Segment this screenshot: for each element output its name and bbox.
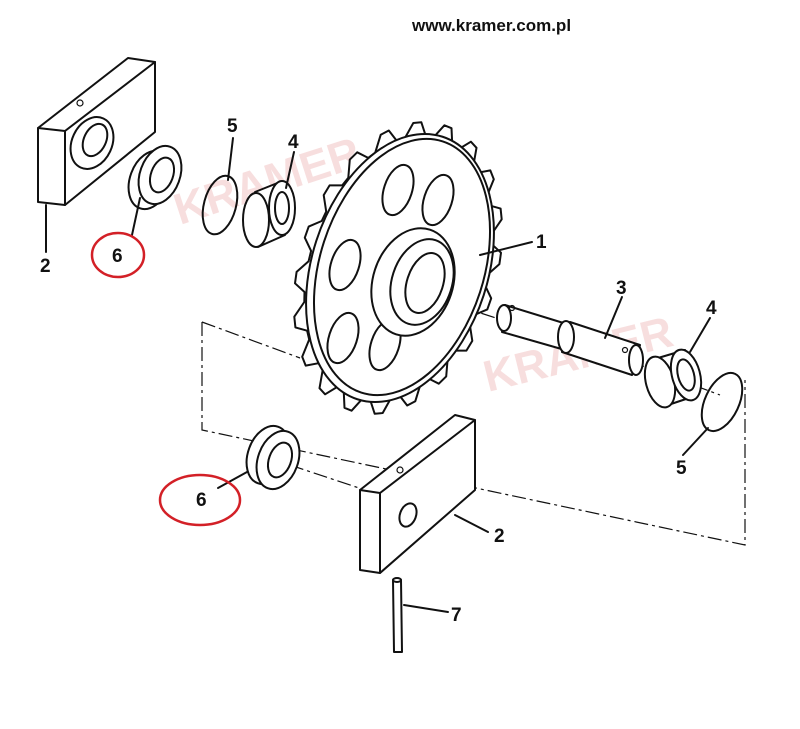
highlight-seal-upper: [90, 231, 146, 279]
callout-bearing-left: 4: [288, 132, 299, 153]
callout-snap-ring-right: 5: [676, 458, 687, 479]
plate-upper: [37, 57, 156, 206]
callout-seal-upper: 6: [112, 246, 123, 267]
seal-lower: [245, 424, 301, 491]
bearing-left: [242, 180, 296, 248]
sprocket: [293, 121, 503, 415]
callout-snap-ring-left: 5: [227, 116, 238, 137]
plate-lower: [359, 414, 476, 574]
callout-sprocket: 1: [536, 232, 547, 253]
callout-seal-lower: 6: [196, 490, 207, 511]
pin: [392, 577, 403, 653]
callout-plate-lower: 2: [494, 526, 505, 547]
leader-lines: [45, 137, 711, 613]
callout-bearing-right: 4: [706, 298, 717, 319]
callout-shaft: 3: [616, 278, 627, 299]
highlight-seal-lower: [158, 473, 242, 527]
shaft: [496, 304, 644, 376]
callout-plate-upper: 2: [40, 256, 51, 277]
seal-upper: [127, 144, 183, 211]
bearing-right: [643, 348, 703, 409]
callout-pin: 7: [451, 605, 462, 626]
website-url: www.kramer.com.pl: [411, 16, 571, 35]
snap-ring-right: [700, 372, 744, 432]
